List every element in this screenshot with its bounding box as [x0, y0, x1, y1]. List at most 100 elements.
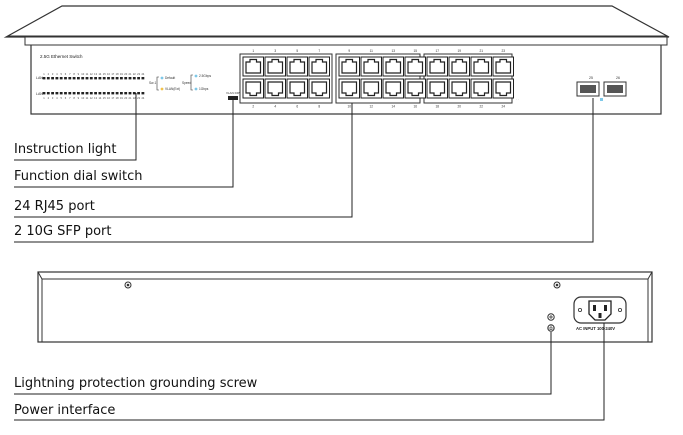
led-bottom [81, 92, 85, 95]
rj45-jack-opening [473, 58, 490, 74]
led-number-top: 17 [111, 72, 114, 76]
led-top [85, 77, 89, 80]
led-top [120, 77, 123, 80]
rj45-port[interactable] [242, 56, 264, 77]
ac-input-label: AC INPUT 100-240V [576, 326, 615, 331]
rj45-port[interactable] [470, 56, 492, 77]
rj45-port[interactable] [426, 78, 448, 99]
led-number-bottom: 5 [60, 96, 62, 100]
port-number-top: 7 [318, 49, 320, 53]
led-number-bottom: 9 [78, 96, 80, 100]
port-number-top: 23 [501, 49, 505, 53]
back-panel-top-edge [37, 271, 653, 280]
led-number-top: 16 [107, 72, 110, 76]
rj45-jack-opening [407, 58, 424, 74]
rj45-jack-opening [429, 58, 446, 74]
rj45-jack-opening [311, 81, 328, 97]
led-number-top: 14 [98, 72, 101, 76]
rj45-port[interactable] [264, 56, 286, 77]
led-top [137, 77, 140, 80]
led-row-label-top: LAN [36, 76, 43, 80]
rj45-dot-marker: · · [516, 97, 519, 101]
legend-default: Default [165, 76, 175, 80]
rj45-port[interactable] [404, 78, 426, 99]
led-bottom [77, 92, 80, 95]
rj45-port[interactable] [360, 56, 382, 77]
rj45-port[interactable] [264, 78, 286, 99]
callout-grounding-screw: Lightning protection grounding screw [14, 376, 258, 391]
rj45-port[interactable] [382, 56, 404, 77]
power-pin-earth [598, 313, 602, 318]
rj45-port[interactable] [286, 78, 308, 99]
led-number-top: 24 [141, 72, 144, 76]
power-pin-right [604, 305, 607, 311]
legend-bracket-a [156, 76, 159, 91]
rj45-port[interactable] [308, 56, 330, 77]
led-bottom [55, 92, 59, 95]
led-number-top: 1 [43, 72, 45, 76]
rj45-port[interactable] [448, 56, 470, 77]
led-top [81, 77, 85, 80]
port-number-top: 1 [252, 49, 254, 53]
dial-switch-label: VLAN DIP [226, 91, 240, 95]
callout-line-grounding [14, 332, 552, 395]
led-bottom [115, 92, 119, 95]
rj45-port[interactable] [308, 78, 330, 99]
port-number-top: 15 [413, 49, 417, 53]
callout-power-interface: Power interface [14, 403, 116, 418]
rj45-port[interactable] [360, 78, 382, 99]
port-number-bottom: 16 [413, 105, 417, 109]
front-panel-title: 2.5G Ethernet Switch [40, 54, 83, 59]
rj45-port[interactable] [382, 78, 404, 99]
rj45-jack-opening [267, 81, 284, 97]
power-interface[interactable]: AC INPUT 100-240V [573, 296, 627, 331]
led-top [68, 77, 72, 80]
rj45-port[interactable] [448, 78, 470, 99]
led-top [102, 77, 106, 80]
led-number-bottom: 16 [107, 96, 110, 100]
rj45-jack-opening [289, 58, 306, 74]
led-number-bottom: 21 [129, 96, 132, 100]
callout-sfp-port: 2 10G SFP port [14, 224, 112, 239]
rj45-port[interactable] [470, 78, 492, 99]
led-bottom [98, 92, 102, 95]
led-top [64, 77, 67, 80]
led-number-bottom: 10 [81, 96, 84, 100]
rj45-port[interactable] [492, 56, 514, 77]
port-number-top: 11 [370, 49, 374, 53]
rj45-jack-opening [363, 81, 380, 97]
led-number-bottom: 24 [141, 96, 144, 100]
rj45-port[interactable] [242, 78, 264, 99]
rj45-jack-opening [245, 58, 262, 74]
rj45-port[interactable] [338, 56, 360, 77]
back-callout-lines [14, 323, 605, 421]
port-number-bottom: 8 [318, 105, 320, 109]
led-bottom [107, 92, 110, 95]
rj45-port[interactable] [404, 56, 426, 77]
legend-dot-default [160, 76, 164, 80]
led-top [89, 77, 93, 80]
power-pin-left [593, 305, 596, 311]
legend-25g: 2.5Gbps [199, 74, 211, 78]
rj45-jack-opening [289, 81, 306, 97]
rj45-port[interactable] [492, 78, 514, 99]
back-panel: AC INPUT 100-240V [37, 271, 653, 343]
led-bottom [89, 92, 93, 95]
grounding-screw[interactable] [547, 313, 555, 332]
rj45-port[interactable] [426, 56, 448, 77]
function-dial-switch[interactable]: VLAN DIP [226, 91, 240, 100]
rj45-port[interactable] [338, 78, 360, 99]
sfp-led [600, 98, 603, 101]
dial-switch-body[interactable] [228, 96, 238, 100]
led-number-top: 18 [116, 72, 119, 76]
rj45-port[interactable] [286, 56, 308, 77]
port-number-top: 19 [457, 49, 461, 53]
led-number-bottom: 20 [124, 96, 127, 100]
port-number-top: 17 [435, 49, 439, 53]
front-panel: 2.5G Ethernet Switch LAN LAN 11223344556… [3, 5, 670, 115]
front-panel-rim [24, 36, 668, 46]
rj45-jack-opening [495, 81, 512, 97]
port-number-bottom: 6 [296, 105, 298, 109]
